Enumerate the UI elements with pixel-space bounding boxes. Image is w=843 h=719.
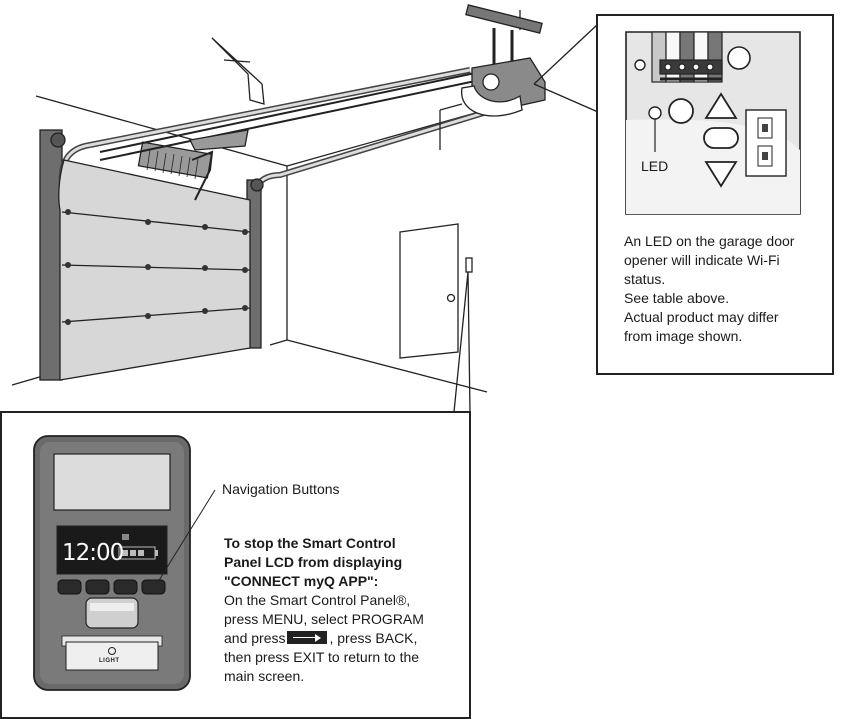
instructions-line: then press EXIT to return to the — [224, 649, 420, 665]
instructions-line: and press , press BACK, — [224, 629, 424, 648]
enter-arrow-icon — [287, 631, 328, 644]
led-note-line: Actual product may differ — [624, 309, 779, 325]
panel-top-window — [53, 453, 171, 511]
nav-button-4[interactable] — [141, 579, 166, 595]
light-bulb-icon — [108, 647, 116, 655]
lcd-clock: 12:00 — [62, 540, 124, 566]
led-note-line: status. — [624, 271, 666, 287]
opener-motor — [461, 4, 546, 117]
lcd-screen — [56, 525, 168, 575]
led-note: An LED on the garage door opener will in… — [624, 232, 794, 346]
door-control-button[interactable] — [85, 597, 139, 629]
led-note-line: opener will indicate Wi-Fi — [624, 252, 780, 268]
led-indicator — [648, 106, 662, 120]
led-note-line: See table above. — [624, 290, 730, 306]
led-label: LED — [641, 158, 669, 174]
instructions-line: press MENU, select PROGRAM — [224, 611, 424, 627]
navigation-buttons-label: Navigation Buttons — [222, 481, 340, 497]
interior-door — [399, 223, 473, 359]
garage-door — [58, 159, 251, 381]
stop-lcd-instructions: To stop the Smart Control Panel LCD from… — [224, 534, 424, 686]
callout-leaders — [453, 23, 599, 413]
smart-control-panel — [33, 435, 216, 691]
light-button[interactable] — [65, 641, 159, 671]
learn-button-icon — [703, 127, 739, 149]
navigation-buttons — [57, 579, 166, 595]
nav-button-3[interactable] — [113, 579, 138, 595]
control-panel-callout-box — [0, 411, 471, 719]
led-callout-box — [596, 14, 834, 375]
instructions-heading: To stop the Smart Control — [224, 535, 396, 551]
opener-rail — [99, 37, 481, 161]
light-label: LIGHT — [99, 658, 120, 664]
down-arrow-icon — [704, 161, 738, 188]
instructions-line: main screen. — [224, 668, 305, 684]
led-note-line: from image shown. — [624, 328, 743, 344]
instructions-fragment: and press — [224, 630, 286, 646]
led-note-line: An LED on the garage door — [624, 233, 795, 249]
opener-panel-closeup — [625, 31, 801, 215]
instructions-line: On the Smart Control Panel®, — [224, 592, 411, 608]
wire-terminal-block — [651, 31, 723, 83]
instructions-fragment: , press BACK, — [329, 630, 418, 646]
instructions-heading: "CONNECT myQ APP": — [224, 573, 379, 589]
nav-button-1[interactable] — [57, 579, 82, 595]
instructions-heading: Panel LCD from displaying — [224, 554, 403, 570]
torsion-spring — [137, 141, 214, 201]
up-arrow-icon — [704, 92, 738, 119]
nav-button-2[interactable] — [85, 579, 110, 595]
